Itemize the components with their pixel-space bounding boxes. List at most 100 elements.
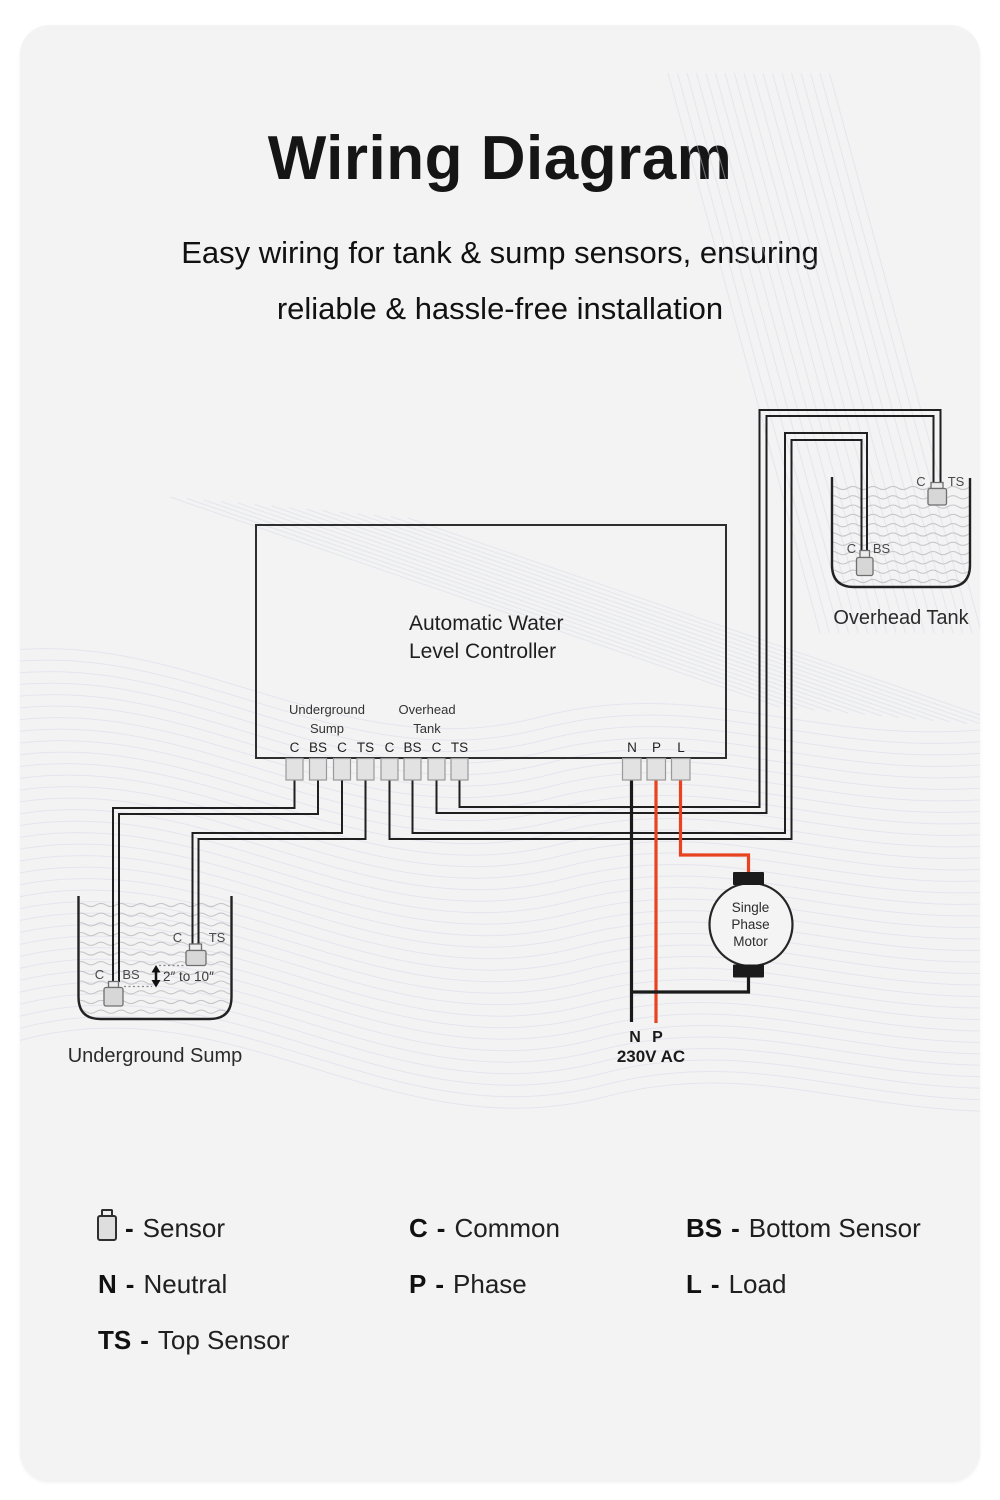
legend-label: Top Sensor [157, 1325, 290, 1355]
terminal-letter: P [652, 740, 661, 755]
tank-bs-label: BS [873, 541, 891, 556]
tank-top-sensor-cap [930, 481, 944, 490]
underground-sump: Underground Sump [68, 896, 243, 1067]
load-wire [678, 779, 751, 873]
single-phase-motor: Single Phase Motor [708, 872, 794, 978]
legend-label: Common [454, 1213, 560, 1243]
legend-dash: - [436, 1213, 446, 1243]
terminal-box [427, 757, 446, 781]
overhead-tank-label: Overhead Tank [833, 607, 969, 629]
legend-dash: - [125, 1269, 135, 1299]
motor-bottom-terminal [733, 964, 764, 978]
tank-bottom-sensor [855, 556, 874, 577]
terminal-letter: BS [403, 740, 421, 755]
legend-label: Bottom Sensor [748, 1213, 921, 1243]
motor-label-line2: Phase [731, 917, 769, 932]
sump-top-sensor-wire [197, 779, 367, 945]
legend-item-sensor: -Sensor [125, 1213, 225, 1244]
motor-label-line1: Single [732, 900, 770, 915]
supply-labels: N P 230V AC [617, 1029, 685, 1066]
terminal-box [380, 757, 399, 781]
sump-common-ts-wire [191, 779, 343, 945]
tank-bottom-sensor-wire [411, 432, 868, 834]
sump-sensor-wires [112, 779, 367, 982]
tank-top-sensor-wire [458, 409, 942, 808]
tank-bs-common-label: C [847, 541, 856, 556]
controller-title-line2: Level Controller [409, 640, 556, 663]
terminal-letter: TS [451, 740, 468, 755]
underground-sump-outline [77, 896, 233, 1021]
legend-item-top-sensor: TS-Top Sensor [98, 1325, 289, 1356]
terminal-letter: C [385, 740, 395, 755]
legend-item-bottom-sensor: BS-Bottom Sensor [686, 1213, 921, 1244]
terminal-box [285, 757, 304, 781]
distance-note: 2″ to 10″ [163, 969, 214, 984]
legend-dash: - [435, 1269, 445, 1299]
background-wave-pattern [20, 72, 980, 1112]
underground-sump-label: Underground Sump [68, 1045, 243, 1067]
legend-dash: - [710, 1269, 720, 1299]
terminal-blocks [285, 757, 691, 781]
legend-item-load: L-Load [686, 1269, 786, 1300]
motor-return-wire [631, 976, 751, 994]
legend-abbr: L [686, 1269, 702, 1299]
tank-bottom-sensor-cap [859, 549, 871, 559]
motor-top-terminal [733, 872, 764, 885]
tank-common-ts-wire [435, 415, 935, 814]
phase-supply-label: P [652, 1029, 663, 1046]
legend-abbr: TS [98, 1325, 132, 1355]
sump-top-sensor [185, 949, 207, 967]
legend-abbr: P [409, 1269, 427, 1299]
terminal-box [621, 757, 642, 781]
terminal-box [308, 757, 328, 781]
legend-dash: - [140, 1325, 149, 1355]
legend-abbr: C [409, 1213, 428, 1243]
diagram-card: Wiring Diagram Easy wiring for tank & su… [20, 25, 980, 1482]
neutral-supply-label: N [629, 1029, 641, 1046]
terminal-letter: L [677, 740, 685, 755]
terminal-letter: BS [309, 740, 327, 755]
terminal-box [670, 757, 691, 781]
controller-outline [255, 524, 727, 759]
sump-bs-common-label: C [95, 967, 104, 982]
sump-common-bs-wire [112, 779, 296, 982]
terminal-box [403, 757, 422, 781]
sump-bottom-sensor-cap [107, 980, 120, 989]
legend-label: Sensor [142, 1213, 226, 1243]
sump-group-caption1: Underground [289, 702, 365, 717]
terminal-box [646, 757, 667, 781]
underground-sump-sensors: C TS C BS 2″ to 10″ [95, 930, 226, 1007]
controller-box: Automatic Water Level Controller Undergr… [255, 524, 727, 781]
power-wires [629, 779, 751, 1023]
legend-label: Neutral [143, 1269, 228, 1299]
controller-title-line1: Automatic Water [409, 612, 563, 635]
subtitle-line-1: Easy wiring for tank & sump sensors, ens… [181, 235, 819, 270]
terminal-letter: C [432, 740, 442, 755]
sump-ts-common-label: C [173, 930, 182, 945]
page-title: Wiring Diagram [267, 124, 733, 193]
terminal-box [450, 757, 469, 781]
legend-abbr: BS [686, 1213, 723, 1243]
sensor-icon [97, 1215, 117, 1241]
terminal-box [332, 757, 352, 781]
page-subtitle: Easy wiring for tank & sump sensors, ens… [20, 225, 980, 337]
tank-top-sensor [927, 487, 948, 506]
legend-dash: - [125, 1213, 134, 1243]
terminal-letter: TS [357, 740, 374, 755]
terminal-letter: C [290, 740, 300, 755]
legend-label: Load [728, 1269, 787, 1299]
legend-abbr: N [98, 1269, 117, 1299]
tank-sensor-wires [388, 409, 942, 840]
sump-ts-label: TS [209, 930, 226, 945]
overhead-tank-sensors: C TS C BS [847, 474, 965, 577]
tank-ts-label: TS [948, 474, 965, 489]
overhead-tank-outline [830, 477, 972, 589]
tank-ts-common-label: C [916, 474, 925, 489]
underground-sump-water [80, 902, 230, 1014]
wiring-diagram-canvas: Overhead Tank Underground Sump [20, 72, 980, 1112]
tank-group-caption1: Overhead [398, 702, 455, 717]
sump-bottom-sensor [103, 986, 124, 1007]
supply-voltage-label: 230V AC [617, 1047, 685, 1066]
sump-top-sensor-cap [188, 943, 203, 952]
tank-group-caption2: Tank [413, 721, 441, 736]
